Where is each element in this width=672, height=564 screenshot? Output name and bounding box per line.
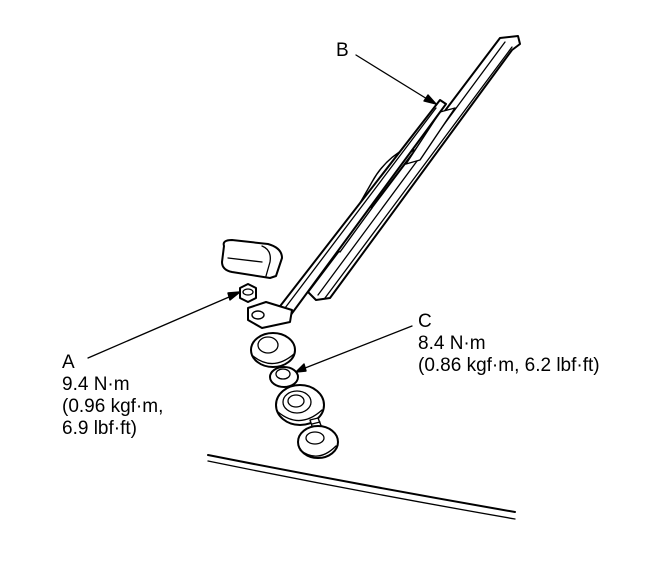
leader-lines [87,54,437,373]
callout-a: A 9.4 N·m (0.96 kgf·m, 6.9 lbf·ft) [62,352,163,440]
callout-a-letter: A [62,352,75,373]
window-glass-edge [207,454,516,520]
callout-b: B [336,40,349,62]
pivot-spacer [250,332,296,368]
pivot-cap [221,239,283,279]
nut-a [239,283,257,303]
wiper-arm [247,99,447,329]
wiper-blade [307,35,521,301]
callout-b-letter: B [336,40,349,61]
callout-c-torque: 8.4 N·m [418,333,486,354]
callout-a-metric: (0.96 kgf·m, [62,396,164,417]
motor-shaft-base [297,417,339,459]
nut-c [269,366,299,388]
callout-c-letter: C [418,311,432,332]
callout-a-torque: 9.4 N·m [62,374,130,395]
callout-a-imperial: 6.9 lbf·ft) [62,418,137,439]
callout-c: C 8.4 N·m (0.86 kgf·m, 6.2 lbf·ft) [418,311,600,377]
callout-c-conversion: (0.86 kgf·m, 6.2 lbf·ft) [418,355,600,376]
grommet [275,384,325,426]
